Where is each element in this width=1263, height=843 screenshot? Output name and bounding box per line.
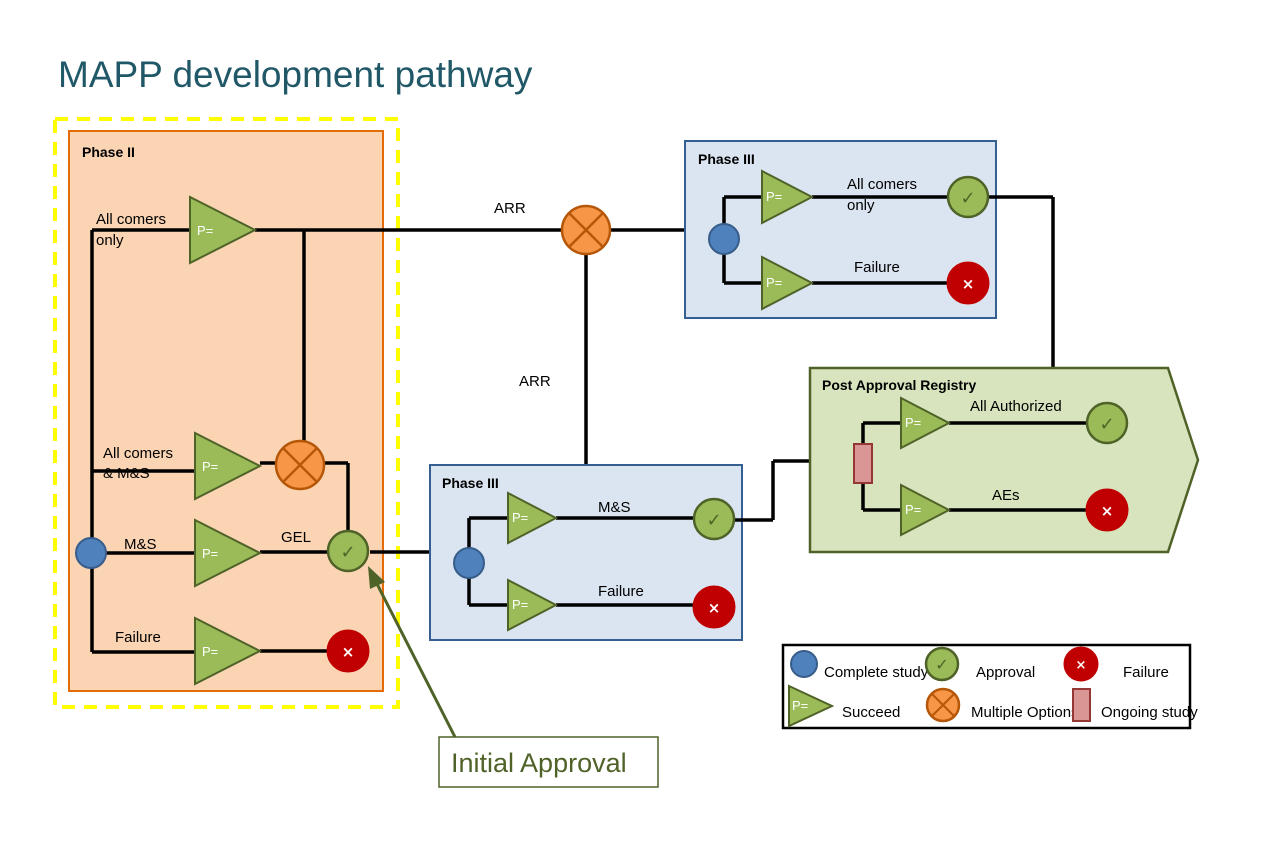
phase3-bottom-title: Phase III bbox=[442, 475, 499, 491]
phase2-succeed-all-comers: P= bbox=[189, 195, 258, 265]
registry-succeed-1: P= bbox=[900, 396, 952, 450]
phase3-top-title: Phase III bbox=[698, 151, 755, 167]
phase3-top-failure-icon: × bbox=[946, 261, 990, 305]
approval-mark: ✓ bbox=[935, 655, 948, 674]
arr-label-vertical: ARR bbox=[519, 373, 551, 390]
failure-mark: × bbox=[342, 643, 355, 661]
phase2-lines bbox=[90, 228, 566, 654]
phase3-bottom-lines bbox=[467, 459, 810, 607]
arr-label-top: ARR bbox=[494, 200, 526, 217]
legend-multiple-options: Multiple Options bbox=[971, 704, 1079, 721]
middle-multiple-options-icon bbox=[560, 204, 612, 256]
failure-mark: × bbox=[708, 599, 721, 617]
triangle-label: P= bbox=[512, 510, 528, 525]
initial-approval-box bbox=[438, 736, 659, 788]
phase3-top-label-failure: Failure bbox=[854, 259, 900, 276]
phase2-label-all-comers-only-1: All comers bbox=[96, 211, 166, 228]
phase2-title: Phase II bbox=[82, 144, 135, 160]
legend-failure-icon: × bbox=[1063, 646, 1099, 682]
phase2-succeed-failure: P= bbox=[194, 616, 263, 686]
triangle-label: P= bbox=[766, 275, 782, 290]
phase2-multiple-options-icon bbox=[274, 439, 326, 491]
registry-title: Post Approval Registry bbox=[822, 377, 977, 393]
approval-mark: ✓ bbox=[1099, 414, 1114, 435]
phase2-complete-study-icon bbox=[75, 537, 107, 569]
legend-complete-study-icon bbox=[790, 650, 818, 678]
triangle-label: P= bbox=[202, 644, 218, 659]
approval-mark: ✓ bbox=[340, 542, 355, 563]
failure-mark: × bbox=[1101, 502, 1114, 520]
triangle-label: P= bbox=[202, 546, 218, 561]
legend-ongoing-study-icon bbox=[1072, 688, 1091, 722]
triangle-label: P= bbox=[905, 415, 921, 430]
failure-mark: × bbox=[962, 275, 975, 293]
failure-mark: × bbox=[1076, 658, 1087, 673]
registry-succeed-2: P= bbox=[900, 483, 952, 537]
legend-box bbox=[781, 643, 1192, 730]
phase3-top-succeed-1: P= bbox=[761, 169, 815, 225]
phase3-bottom-succeed-1: P= bbox=[507, 491, 559, 545]
triangle-label: P= bbox=[512, 597, 528, 612]
page-title: MAPP development pathway bbox=[58, 54, 533, 95]
phase2-label-all-comers-ms-1: All comers bbox=[103, 445, 173, 462]
phase2-succeed-all-comers-ms: P= bbox=[194, 431, 263, 501]
registry-label-all-authorized: All Authorized bbox=[970, 398, 1062, 415]
phase2-label-failure: Failure bbox=[115, 629, 161, 646]
phase3-top-approval-icon: ✓ bbox=[946, 175, 990, 219]
triangle-label: P= bbox=[766, 189, 782, 204]
phase3-bottom-label-ms: M&S bbox=[598, 499, 631, 516]
phase3-top-lines bbox=[722, 195, 1055, 368]
phase3-top-complete-study-icon bbox=[708, 223, 740, 255]
legend-failure: Failure bbox=[1123, 664, 1169, 681]
legend-succeed-icon: P= bbox=[788, 684, 835, 728]
registry-ongoing-study-icon bbox=[853, 443, 873, 484]
phase3-bottom-complete-study-icon bbox=[453, 547, 485, 579]
phase3-top-label-all-comers-2: only bbox=[847, 197, 875, 214]
phase2-failure-icon: × bbox=[326, 629, 370, 673]
phase2-label-gel: GEL bbox=[281, 529, 311, 546]
phase2-label-ms: M&S bbox=[124, 536, 157, 553]
phase2-approval-icon: ✓ bbox=[326, 529, 370, 573]
middle-lines bbox=[584, 228, 686, 465]
phase2-label-all-comers-only-2: only bbox=[96, 232, 124, 249]
legend-approval: Approval bbox=[976, 664, 1035, 681]
registry-label-aes: AEs bbox=[992, 487, 1020, 504]
triangle-label: P= bbox=[792, 698, 808, 713]
phase2-highlight-frame bbox=[53, 117, 400, 709]
phase2-label-all-comers-ms-2: & M&S bbox=[103, 465, 150, 482]
legend-approval-icon: ✓ bbox=[924, 646, 960, 682]
phase3-bottom-box bbox=[429, 464, 743, 641]
triangle-label: P= bbox=[202, 459, 218, 474]
phase3-bottom-failure-icon: × bbox=[692, 585, 736, 629]
phase3-bottom-label-failure: Failure bbox=[598, 583, 644, 600]
phase2-succeed-ms: P= bbox=[194, 518, 263, 588]
approval-mark: ✓ bbox=[960, 188, 975, 209]
legend-complete-study: Complete study bbox=[824, 664, 929, 681]
phase3-top-label-all-comers-1: All comers bbox=[847, 176, 917, 193]
triangle-label: P= bbox=[905, 502, 921, 517]
legend-multiple-options-icon bbox=[925, 687, 961, 723]
phase3-top-succeed-2: P= bbox=[761, 255, 815, 311]
registry-failure-icon: × bbox=[1085, 488, 1129, 532]
phase3-bottom-approval-icon: ✓ bbox=[692, 497, 736, 541]
triangle-label: P= bbox=[197, 223, 213, 238]
initial-approval-label: Initial Approval bbox=[451, 748, 627, 778]
phase3-bottom-succeed-2: P= bbox=[507, 578, 559, 632]
legend-succeed: Succeed bbox=[842, 704, 900, 721]
registry-approval-icon: ✓ bbox=[1085, 401, 1129, 445]
initial-approval-arrow bbox=[368, 566, 457, 738]
approval-mark: ✓ bbox=[706, 510, 721, 531]
legend-ongoing-study: Ongoing study bbox=[1101, 704, 1198, 721]
